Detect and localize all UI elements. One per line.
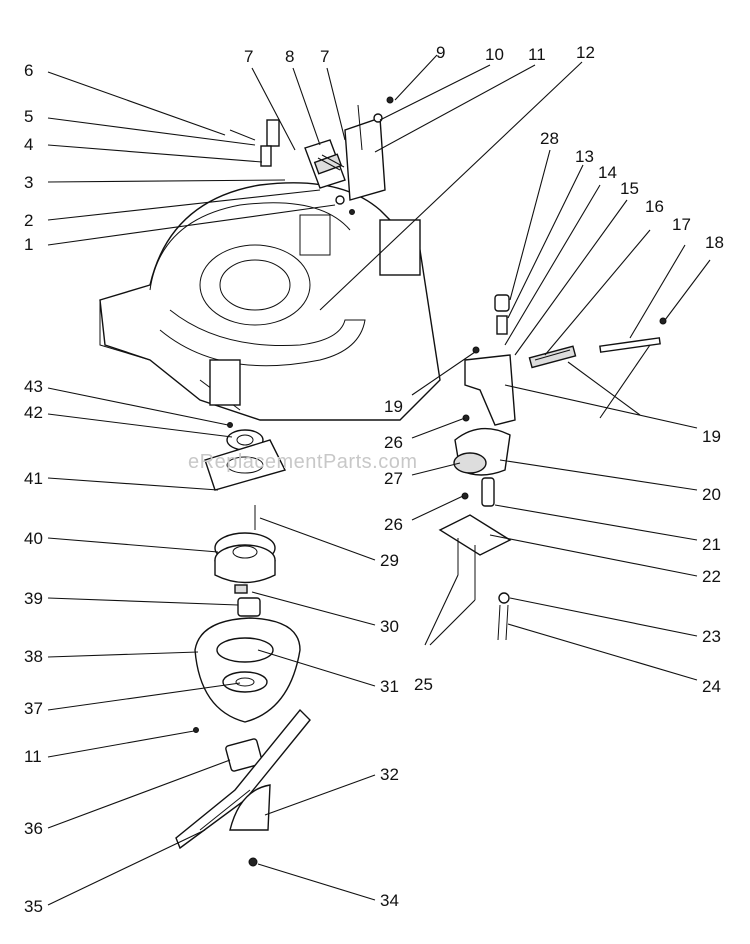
callout-16: 16 [645, 197, 664, 216]
height-adjuster-assembly [229, 96, 394, 215]
callout-7-left: 7 [244, 47, 253, 66]
callout-19-left: 19 [384, 397, 403, 416]
callout-36: 36 [24, 819, 43, 838]
callout-5: 5 [24, 107, 33, 126]
callout-37: 37 [24, 699, 43, 718]
callout-34: 34 [380, 891, 399, 910]
callout-42: 42 [24, 403, 43, 422]
blade-drive-stack [175, 422, 311, 867]
callout-11-bottom: 11 [24, 747, 42, 766]
rear-adjuster-bracket-assembly [438, 294, 667, 641]
callout-35: 35 [24, 897, 43, 916]
callout-28: 28 [540, 129, 559, 148]
callout-29: 29 [380, 551, 399, 570]
callout-12: 12 [576, 43, 595, 62]
watermark-text: eReplacementParts.com [188, 451, 417, 473]
leader-lines [47, 54, 711, 906]
callout-24: 24 [702, 677, 721, 696]
callout-2: 2 [24, 211, 33, 230]
callout-18: 18 [705, 233, 724, 252]
callout-30: 30 [380, 617, 399, 636]
callout-4: 4 [24, 135, 33, 154]
callout-17: 17 [672, 215, 691, 234]
callout-40: 40 [24, 529, 43, 548]
callout-26-lower: 26 [384, 515, 403, 534]
callout-41: 41 [24, 469, 43, 488]
callout-8: 8 [285, 47, 294, 66]
callout-43: 43 [24, 377, 43, 396]
callout-26-upper: 26 [384, 433, 403, 452]
callout-7-right: 7 [320, 47, 329, 66]
callout-39: 39 [24, 589, 43, 608]
callout-1: 1 [24, 235, 33, 254]
callout-15: 15 [620, 179, 639, 198]
callout-3: 3 [24, 173, 33, 192]
callout-6: 6 [24, 61, 33, 80]
callout-38: 38 [24, 647, 43, 666]
callout-25: 25 [414, 675, 433, 694]
callout-31: 31 [380, 677, 399, 696]
callout-32: 32 [380, 765, 399, 784]
mower-deck-housing [99, 182, 441, 421]
callout-21: 21 [702, 535, 721, 554]
callout-14: 14 [598, 163, 617, 182]
callout-labels: 6 5 4 3 2 1 7 8 7 9 10 11 12 28 13 14 15… [24, 43, 724, 916]
callout-9: 9 [436, 43, 445, 62]
callout-22: 22 [702, 567, 721, 586]
callout-20: 20 [702, 485, 721, 504]
callout-13: 13 [575, 147, 594, 166]
callout-10: 10 [485, 45, 504, 64]
callout-19-right: 19 [702, 427, 721, 446]
callout-23: 23 [702, 627, 721, 646]
callout-11-top: 11 [528, 45, 546, 64]
callout-27: 27 [384, 469, 403, 488]
